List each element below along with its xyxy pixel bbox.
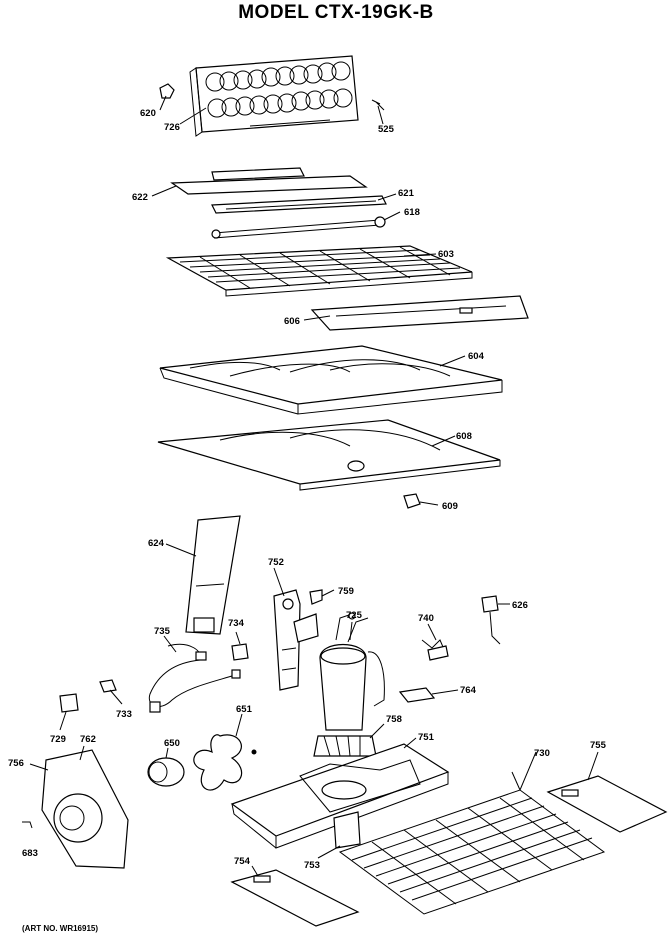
label-650: 650 xyxy=(164,738,180,749)
shelf-603[interactable] xyxy=(165,245,473,297)
label-621: 621 xyxy=(398,188,415,199)
fan-motor-650[interactable] xyxy=(147,757,185,787)
part-618[interactable] xyxy=(211,216,386,239)
label-740: 740 xyxy=(418,613,434,624)
label-751: 751 xyxy=(418,732,435,743)
fan-shroud-756[interactable] xyxy=(41,749,129,869)
panel-754[interactable] xyxy=(230,869,360,927)
condenser-730[interactable] xyxy=(338,771,606,915)
compressor-725[interactable] xyxy=(319,612,385,731)
part-604[interactable] xyxy=(159,345,503,415)
duct-624[interactable] xyxy=(185,515,241,635)
base-tray-751[interactable] xyxy=(230,743,450,849)
part-758[interactable] xyxy=(313,735,377,757)
label-762: 762 xyxy=(80,734,96,745)
label-764: 764 xyxy=(460,685,477,696)
part-622[interactable] xyxy=(170,167,368,195)
part-729[interactable] xyxy=(59,693,79,713)
label-726: 726 xyxy=(164,122,180,133)
label-734: 734 xyxy=(228,618,245,629)
pan-606[interactable] xyxy=(310,295,529,331)
part-764[interactable] xyxy=(398,687,436,703)
part-621[interactable] xyxy=(211,195,387,214)
label-651: 651 xyxy=(236,704,253,715)
label-603: 603 xyxy=(438,249,454,260)
label-622: 622 xyxy=(132,192,148,203)
label-755: 755 xyxy=(590,740,607,751)
bracket-752[interactable] xyxy=(273,589,319,691)
wiring-harness-735[interactable] xyxy=(148,644,241,713)
part-609[interactable] xyxy=(403,493,421,509)
leader-lines xyxy=(29,95,599,877)
label-756: 756 xyxy=(8,758,24,769)
part-740[interactable] xyxy=(421,639,449,661)
label-733: 733 xyxy=(116,709,132,720)
label-725: 725 xyxy=(346,610,363,621)
part-626[interactable] xyxy=(481,595,501,645)
part-525[interactable] xyxy=(371,99,385,111)
label-604: 604 xyxy=(468,351,485,362)
label-525: 525 xyxy=(378,124,395,135)
part-734[interactable] xyxy=(231,643,249,661)
label-620: 620 xyxy=(140,108,156,119)
diagram-title: MODEL CTX-19GK-B xyxy=(238,2,434,23)
part-683[interactable] xyxy=(22,821,33,829)
panel-755[interactable] xyxy=(546,775,668,833)
label-626: 626 xyxy=(512,600,528,611)
label-618: 618 xyxy=(404,207,420,218)
label-606: 606 xyxy=(284,316,300,327)
part-608[interactable] xyxy=(157,419,501,491)
label-624: 624 xyxy=(148,538,165,549)
part-759[interactable] xyxy=(309,589,323,605)
evaporator-coil-726[interactable] xyxy=(189,55,359,137)
label-683: 683 xyxy=(22,848,38,859)
part-620[interactable] xyxy=(159,83,175,99)
label-752: 752 xyxy=(268,557,284,568)
fan-blade-651[interactable] xyxy=(193,734,257,791)
label-729: 729 xyxy=(50,734,66,745)
label-754: 754 xyxy=(234,856,251,867)
label-753: 753 xyxy=(304,860,320,871)
part-733[interactable] xyxy=(99,679,117,693)
part-753[interactable] xyxy=(333,811,361,849)
label-730: 730 xyxy=(534,748,550,759)
part-labels: 620 726 525 622 621 618 603 606 604 608 … xyxy=(8,108,607,871)
label-758: 758 xyxy=(386,714,402,725)
label-609: 609 xyxy=(442,501,458,512)
label-735: 735 xyxy=(154,626,171,637)
art-number: (ART NO. WR16915) xyxy=(22,924,99,933)
label-608: 608 xyxy=(456,431,472,442)
label-759: 759 xyxy=(338,586,354,597)
